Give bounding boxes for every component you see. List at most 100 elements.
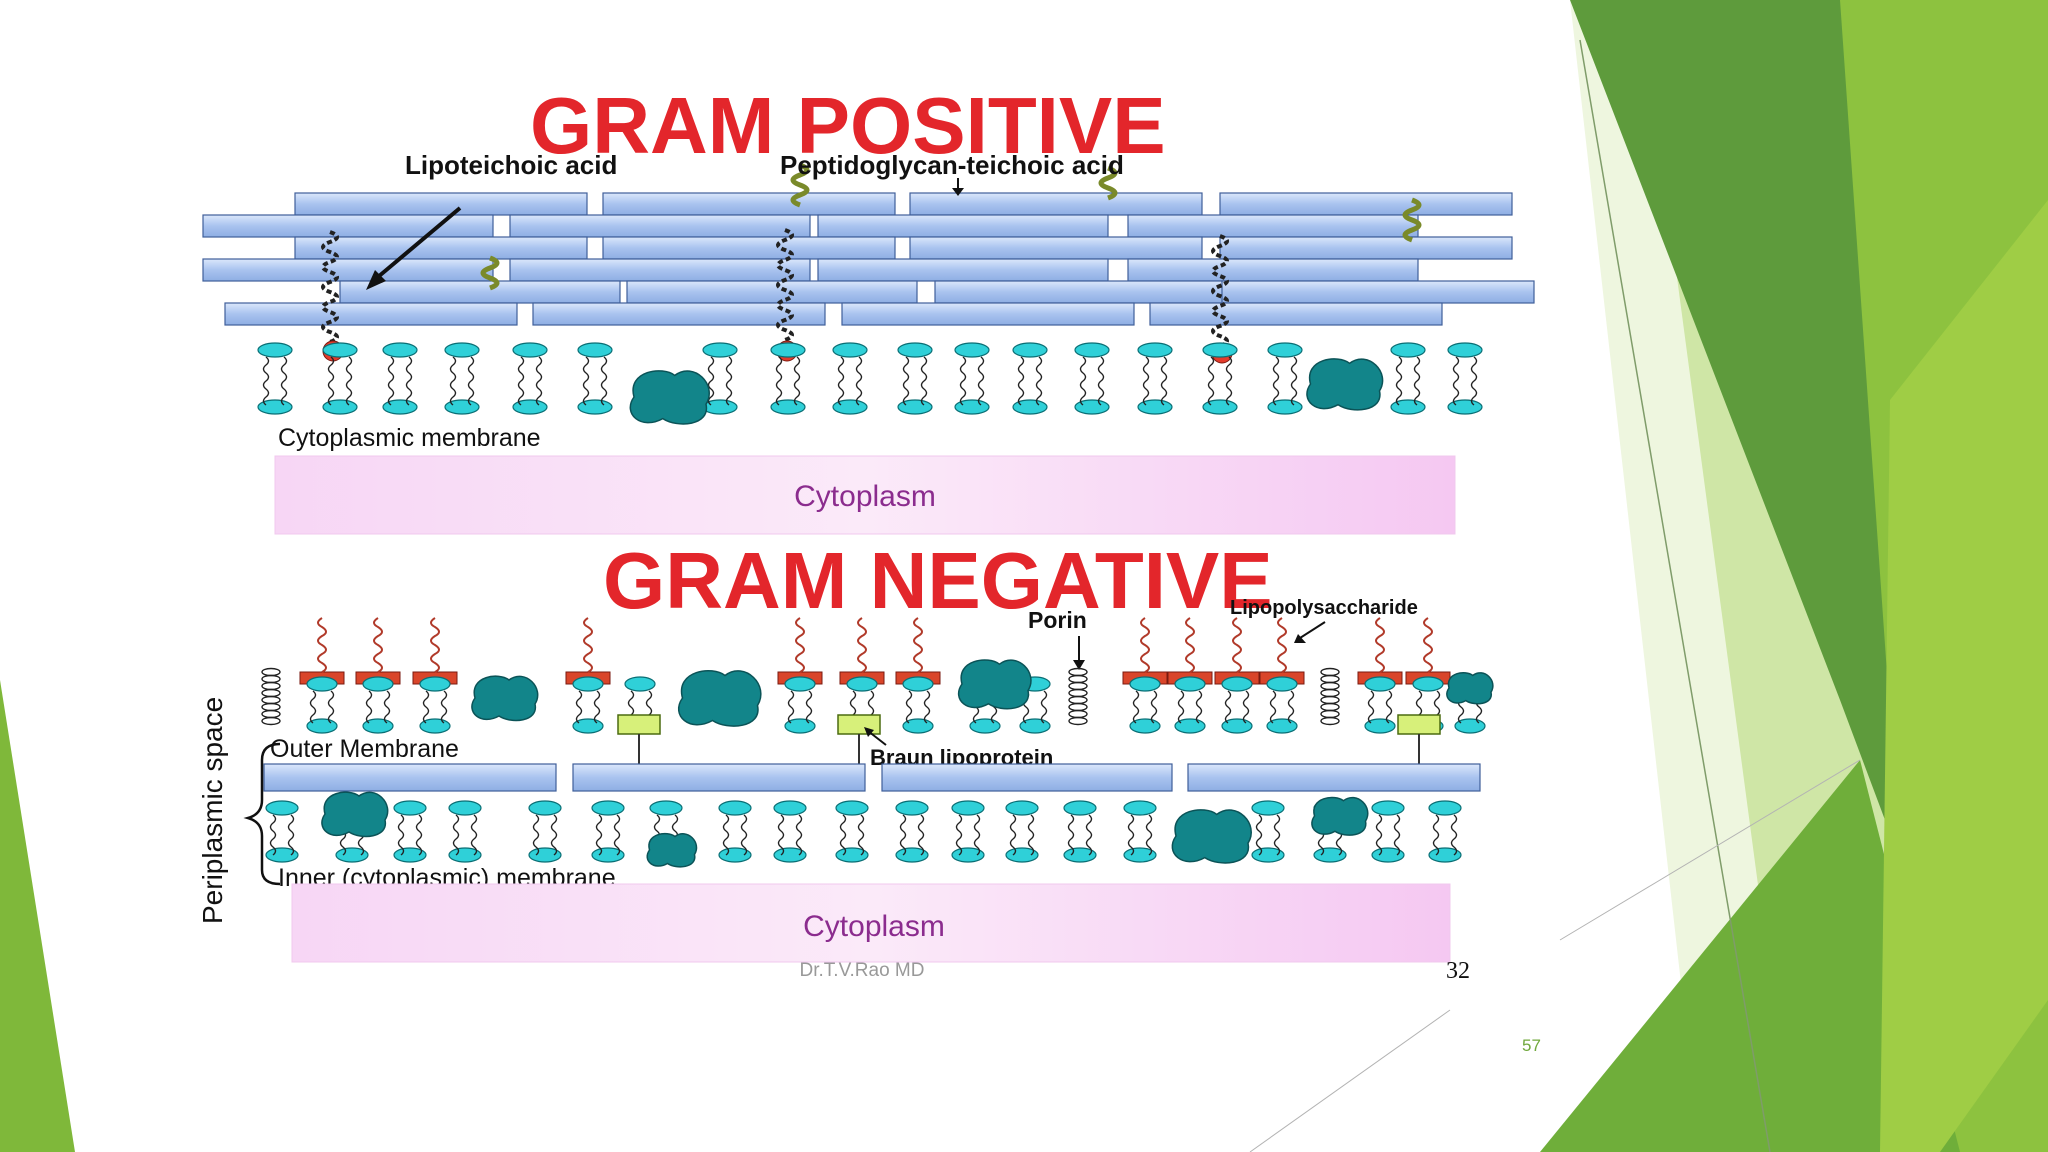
gn-outer-membrane	[261, 617, 1494, 734]
lipid-tail	[917, 814, 925, 856]
lipid-head	[1202, 342, 1238, 358]
lipid-head	[1012, 399, 1048, 415]
lipid-tail	[1272, 356, 1280, 406]
membrane-protein	[957, 659, 1032, 710]
lipid-tail	[383, 690, 391, 724]
phospholipid-pair	[1251, 800, 1285, 863]
lipid-head	[1267, 399, 1303, 415]
phospholipid-pair	[1428, 800, 1462, 863]
lipid-head	[1074, 399, 1110, 415]
lipid-head	[1074, 342, 1110, 358]
porin-coil	[1320, 681, 1340, 691]
peptidoglycan-strand	[841, 302, 1135, 326]
lipid-head	[649, 800, 683, 816]
porin-coil	[1068, 688, 1088, 698]
lipid-head	[1063, 847, 1097, 863]
phospholipid-pair	[895, 800, 929, 863]
lipid-tail	[345, 356, 353, 406]
phospholipid-pair	[770, 342, 806, 415]
lipid-tail	[793, 356, 801, 406]
lps-chain	[1423, 617, 1433, 673]
gp-cytoplasmic-membrane	[257, 342, 1483, 425]
lipid-tail	[327, 690, 335, 724]
lipid-tail	[959, 356, 967, 406]
lipid-head	[382, 342, 418, 358]
lipid-head	[1063, 800, 1097, 816]
lipid-tail	[550, 814, 558, 856]
phospholipid-pair	[393, 800, 427, 863]
lipid-tail	[387, 356, 395, 406]
lipid-tail	[1160, 356, 1168, 406]
peptidoglycan-strand	[202, 258, 494, 282]
lipid-head	[784, 676, 816, 692]
phospholipid-pair	[1174, 676, 1206, 734]
lipid-head	[718, 800, 752, 816]
lipid-head	[951, 847, 985, 863]
lipid-head	[773, 847, 807, 863]
lipid-tail	[855, 356, 863, 406]
lipid-head	[528, 847, 562, 863]
lipid-tail	[1127, 814, 1135, 856]
lipid-tail	[1150, 690, 1158, 724]
lipid-tail	[1413, 356, 1421, 406]
lipid-head	[1221, 676, 1253, 692]
porin-coil	[1320, 716, 1340, 726]
porin-coil	[1320, 674, 1340, 684]
lipid-tail	[470, 814, 478, 856]
lipid-head	[257, 399, 293, 415]
outer-membrane-label: Outer Membrane	[270, 735, 459, 763]
lipid-tail	[837, 356, 845, 406]
lipid-tail	[1287, 690, 1295, 724]
lipid-head	[954, 399, 990, 415]
porin-coil	[1068, 681, 1088, 691]
lipid-head	[1447, 342, 1483, 358]
lipid-head	[1364, 676, 1396, 692]
porin-coil	[1320, 688, 1340, 698]
lipid-head	[624, 676, 656, 692]
lps-chain	[857, 617, 867, 673]
braun-lipoprotein-2	[837, 714, 881, 735]
lipid-tail	[287, 814, 295, 856]
lipid-tail	[613, 814, 621, 856]
lipid-head	[702, 342, 738, 358]
right-dark-shape	[1570, 0, 1900, 860]
lipid-head	[1447, 399, 1483, 415]
lipid-tail	[920, 356, 928, 406]
lipid-tail	[857, 814, 865, 856]
lipid-head	[832, 342, 868, 358]
peptidoglycan-strand	[509, 214, 811, 238]
lipid-head	[1137, 399, 1173, 415]
phospholipid-pair	[784, 676, 816, 734]
phospholipid-pair	[1390, 342, 1426, 415]
phospholipid-pair	[528, 800, 562, 863]
lipid-tail	[1017, 356, 1025, 406]
lipid-head	[335, 847, 369, 863]
phospholipid-pair	[1267, 342, 1303, 415]
lipid-tail	[309, 690, 317, 724]
lipid-head	[1123, 847, 1157, 863]
lipid-tail	[365, 690, 373, 724]
lipid-tail	[1224, 690, 1232, 724]
lipid-tail	[1145, 814, 1153, 856]
gram-negative-title: GRAM NEGATIVE	[603, 536, 1273, 625]
peptidoglycan-strand	[1149, 302, 1443, 326]
phospholipid-pair	[702, 342, 738, 415]
lipid-head	[773, 800, 807, 816]
peptidoglycan-strand	[1221, 280, 1535, 304]
peptidoglycan-teichoic-label: Peptidoglycan-teichoic acid	[780, 150, 1124, 180]
lipoteichoic-arrow	[370, 206, 462, 284]
lipid-tail	[725, 356, 733, 406]
lipid-head	[1267, 342, 1303, 358]
gn-inner-membrane	[265, 791, 1462, 868]
lipid-tail	[740, 814, 748, 856]
lipid-head	[1390, 342, 1426, 358]
gram-positive-title: GRAM POSITIVE	[530, 81, 1166, 170]
lipid-tail	[1470, 356, 1478, 406]
right-bottom-shape	[1540, 760, 1960, 1152]
teichoic-acid-chain	[1098, 165, 1118, 201]
porin-coil	[261, 716, 281, 726]
lipid-head	[951, 800, 985, 816]
lipid-tail	[1142, 356, 1150, 406]
